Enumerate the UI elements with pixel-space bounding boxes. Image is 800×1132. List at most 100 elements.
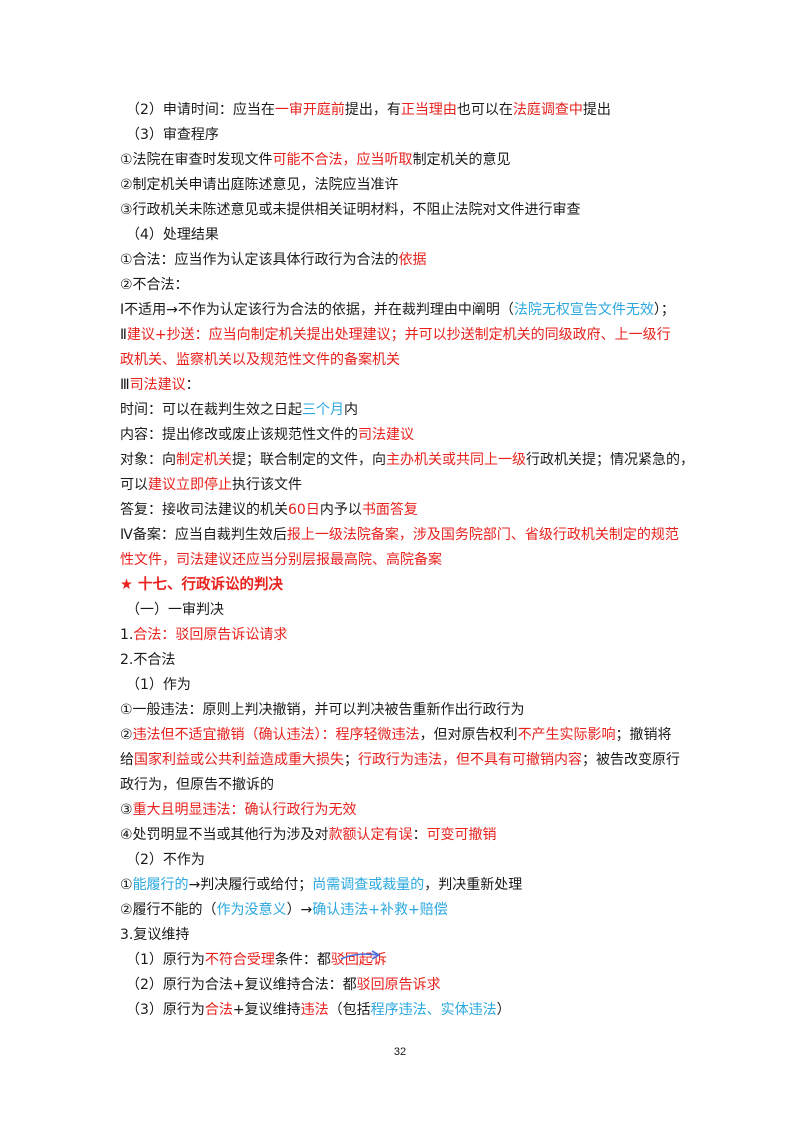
text-run: 答复：接收司法建议的机关 <box>120 502 288 518</box>
text-run: ②制定机关申请出庭陈述意见，法院应当准许 <box>120 177 399 193</box>
text-line: ③重大且明显违法：确认行政行为无效 <box>120 798 690 823</box>
text-line: （2）申请时间：应当在一审开庭前提出，有正当理由也可以在法庭调查中提出 <box>120 98 690 123</box>
text-line: 答复：接收司法建议的机关60日内予以书面答复 <box>120 498 690 523</box>
text-run: ②不合法： <box>120 277 189 293</box>
text-run: ： <box>412 827 427 843</box>
text-run: 内予以 <box>319 502 362 518</box>
text-run: （一）一审判决 <box>126 602 224 618</box>
text-run: （1）作为 <box>126 677 191 693</box>
text-run: 内 <box>344 402 358 418</box>
text-run: 时间：可以在裁判生效之日起 <box>120 402 302 418</box>
text-run: ③ <box>120 802 133 818</box>
text-run: 行政机关提；情况紧急的， <box>526 452 694 468</box>
handwritten-arrow-mark <box>340 950 381 960</box>
text-line: ②违法但不适宜撤销（确认违法）：程序轻微违法，但对原告权利不产生实际影响；撤销将 <box>120 723 690 748</box>
text-run: ① <box>120 877 133 893</box>
highlight-run: 法庭调查中 <box>512 102 583 118</box>
text-line: ①能履行的→判决履行或给付；尚需调查或裁量的，判决重新处理 <box>120 873 690 898</box>
highlight-run: 能履行的 <box>132 877 189 893</box>
text-run: （3）原行为 <box>126 1002 205 1018</box>
highlight-run: 三个月 <box>302 402 344 418</box>
text-run: ）→ <box>286 902 313 918</box>
document-body: （2）申请时间：应当在一审开庭前提出，有正当理由也可以在法庭调查中提出 （3）审查… <box>120 98 694 1023</box>
text-run: 2.不合法 <box>120 652 176 668</box>
text-run: ④处罚明显不当或其他行为涉及对 <box>120 827 329 843</box>
text-run: 提出，有 <box>344 102 401 118</box>
text-line: ①一般违法：原则上判决撤销，并可以判决被告重新作出行政行为 <box>120 698 690 723</box>
text-run: ： <box>185 377 200 393</box>
highlight-run: 合法 <box>204 1002 233 1018</box>
text-run: 给 <box>120 752 134 768</box>
text-run: 内容：提出修改或废止该规范性文件的 <box>120 427 358 443</box>
text-line: ①合法：应当作为认定该具体行政行为合法的依据 <box>120 248 690 273</box>
text-run: 对象：向 <box>120 452 176 468</box>
text-line: （一）一审判决 <box>120 598 690 623</box>
text-line: （4）处理结果 <box>120 223 690 248</box>
highlight-run: 不符合受理 <box>204 952 275 968</box>
text-run: ①合法：应当作为认定该具体行政行为合法的 <box>120 252 399 268</box>
text-line: 给国家利益或公共利益造成重大损失；行政行为违法，但不具有可撤销内容；被告改变原行 <box>120 748 690 773</box>
text-run: 1. <box>120 627 134 643</box>
text-run: +复议维持 <box>232 1002 301 1018</box>
text-run: （3）审查程序 <box>126 127 219 143</box>
text-run: →判决履行或给付； <box>188 877 313 893</box>
text-run: 3.复议维持 <box>120 927 190 943</box>
text-line: ④处罚明显不当或其他行为涉及对款额认定有误：可变可撤销 <box>120 823 690 848</box>
text-run: 提出 <box>582 102 611 118</box>
text-run: 提；联合制定的文件，向 <box>232 452 386 468</box>
highlight-run: 驳回起诉 <box>330 952 387 968</box>
highlight-run: 建议+抄送：应当向制定机关提出处理建议；并可以抄送制定机关的同级政府、上一级行 <box>126 327 671 343</box>
text-line: Ⅳ备案：应当自裁判生效后报上一级法院备案，涉及国务院部门、省级行政机关制定的规范 <box>120 523 690 548</box>
text-line: Ⅰ不适用→不作为认定该行为合法的依据，并在裁判理由中阐明（法院无权宣告文件无效）… <box>120 298 690 323</box>
text-line: （3）原行为合法+复议维持违法（包括程序违法、实体违法） <box>120 998 690 1023</box>
text-run: ③行政机关未陈述意见或未提供相关证明材料，不阻止法院对文件进行审查 <box>120 202 581 218</box>
text-run: Ⅳ备案：应当自裁判生效后 <box>120 527 287 543</box>
text-run: （4）处理结果 <box>126 227 219 243</box>
text-line: 内容：提出修改或废止该规范性文件的司法建议 <box>120 423 690 448</box>
text-run: ，但对原告权利 <box>419 727 518 743</box>
highlight-run: 驳回原告诉求 <box>356 977 441 993</box>
text-line: 政行为，但原告不撤诉的 <box>120 773 690 798</box>
highlight-run: 建议立即停止 <box>148 477 232 493</box>
text-run: Ⅰ不适用→不作为认定该行为合法的依据，并在裁判理由中阐明（ <box>120 302 514 318</box>
highlight-run: 可能不合法，应当听取 <box>272 152 413 168</box>
text-line: 政机关、监察机关以及规范性文件的备案机关 <box>120 348 690 373</box>
text-run: Ⅲ <box>120 377 130 393</box>
text-run: 可以 <box>120 477 148 493</box>
highlight-run: 违法 <box>300 1002 329 1018</box>
text-line: 可以建议立即停止执行该文件 <box>120 473 690 498</box>
text-run: 也可以在 <box>456 102 513 118</box>
text-run: 制定机关的意见 <box>412 152 511 168</box>
text-line: （2）原行为合法+复议维持合法：都驳回原告诉求 <box>120 973 690 998</box>
text-line: Ⅱ建议+抄送：应当向制定机关提出处理建议；并可以抄送制定机关的同级政府、上一级行 <box>120 323 690 348</box>
text-run: 条件：都 <box>274 952 331 968</box>
highlight-run: 合法：驳回原告诉讼请求 <box>133 627 288 643</box>
highlight-run: 主办机关或共同上一级 <box>386 452 526 468</box>
text-line: ③行政机关未陈述意见或未提供相关证明材料，不阻止法院对文件进行审查 <box>120 198 690 223</box>
highlight-run: 重大且明显违法：确认行政行为无效 <box>132 802 357 818</box>
highlight-run: 司法建议 <box>129 377 186 393</box>
text-line: （3）审查程序 <box>120 123 690 148</box>
highlight-run: 尚需调查或裁量的 <box>312 877 425 893</box>
highlight-run: 正当理由 <box>400 102 457 118</box>
highlight-run: 不产生实际影响 <box>517 727 616 743</box>
highlight-run: 制定机关 <box>176 452 232 468</box>
text-line: （1）原行为不符合受理条件：都驳回起诉 <box>120 948 690 973</box>
text-run: ② <box>120 727 133 743</box>
text-run: （1）原行为 <box>126 952 205 968</box>
highlight-run: 书面答复 <box>361 502 418 518</box>
text-line: 时间：可以在裁判生效之日起三个月内 <box>120 398 690 423</box>
highlight-run: 款额认定有误 <box>328 827 413 843</box>
highlight-run: 确认违法+补救+赔偿 <box>312 902 448 918</box>
text-run: ①一般违法：原则上判决撤销，并可以判决被告重新作出行政行为 <box>120 702 525 718</box>
text-line: 性文件，司法建议还应当分别层报最高院、高院备案 <box>120 548 690 573</box>
text-run: ；被告改变原行 <box>582 752 680 768</box>
text-line: ★ 十七、行政诉讼的判决 <box>120 573 690 598</box>
text-line: （2）不作为 <box>120 848 690 873</box>
text-run: （2）不作为 <box>126 852 205 868</box>
section-heading: ★ 十七、行政诉讼的判决 <box>120 577 284 593</box>
text-run: ；撤销将 <box>615 727 672 743</box>
text-line: 2.不合法 <box>120 648 690 673</box>
highlight-run: 性文件，司法建议还应当分别层报最高院、高院备案 <box>120 552 442 568</box>
